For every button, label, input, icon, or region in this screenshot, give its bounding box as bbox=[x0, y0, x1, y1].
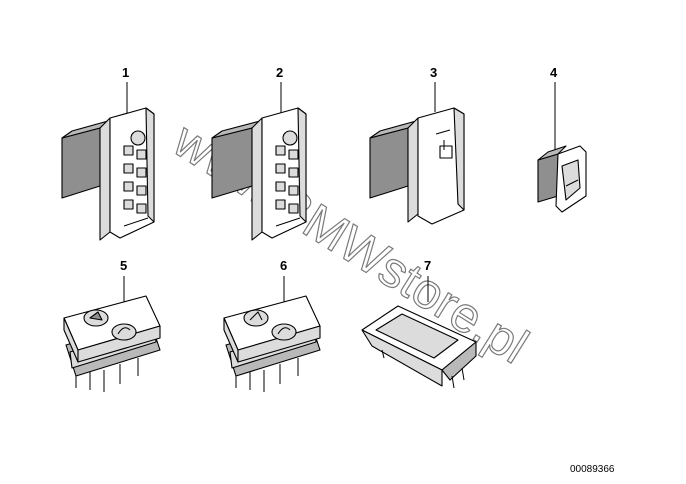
window-switch-block-icon bbox=[61, 107, 155, 241]
part-number-5: 5 bbox=[120, 258, 127, 273]
part-4: 4 bbox=[537, 65, 587, 213]
switch-bezel-icon bbox=[361, 305, 477, 389]
rocker-switch-icon bbox=[63, 295, 161, 392]
document-number: 00089366 bbox=[570, 464, 615, 475]
part-1: 1 bbox=[61, 65, 155, 241]
part-6: 6 bbox=[223, 258, 321, 392]
part-number-4: 4 bbox=[550, 65, 558, 80]
window-switch-block-icon bbox=[211, 107, 307, 241]
part-number-7: 7 bbox=[424, 258, 431, 273]
part-number-3: 3 bbox=[430, 65, 437, 80]
part-number-6: 6 bbox=[280, 258, 287, 273]
rocker-switch-icon bbox=[223, 295, 321, 392]
part-number-1: 1 bbox=[122, 65, 129, 80]
small-switch-icon bbox=[537, 145, 587, 213]
part-2: 2 bbox=[211, 65, 307, 241]
part-number-2: 2 bbox=[276, 65, 283, 80]
part-7: 7 bbox=[361, 258, 477, 389]
single-switch-icon bbox=[369, 107, 465, 225]
part-3: 3 bbox=[369, 65, 465, 225]
part-5: 5 bbox=[63, 258, 161, 392]
